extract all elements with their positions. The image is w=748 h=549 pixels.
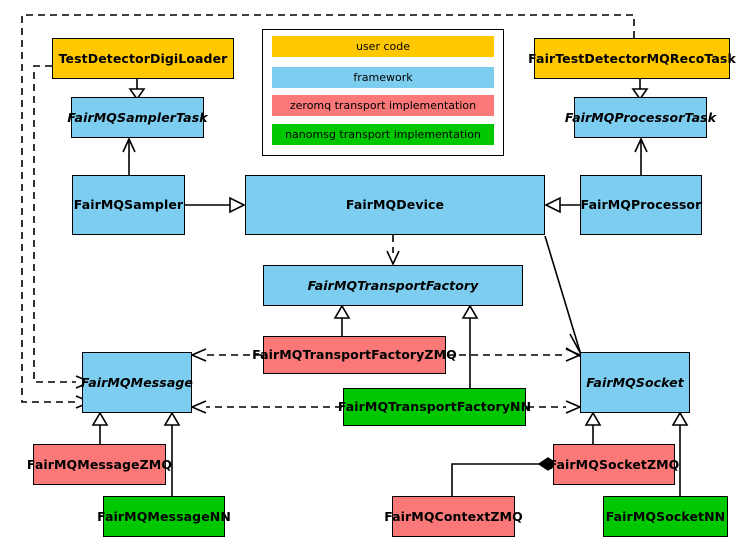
edge-processor-to-processortask [634,137,648,175]
class-box-fair-mq-socket[interactable]: FairMQSocket [580,352,690,413]
class-label: FairMQProcessorTask [564,109,717,125]
class-label: FairMQTransportFactory [307,277,479,293]
class-label: FairTestDetectorMQRecoTask [528,50,736,66]
class-label: FairMQSocketNN [605,508,726,524]
legend-item-label: nanomsg transport implementation [285,128,481,141]
class-label: FairMQMessage [81,374,194,390]
class-box-test-detector-digi-loader[interactable]: TestDetectorDigiLoader [52,38,234,79]
edge-factorynn-to-message [189,400,342,414]
edge-factoryzmq-to-socket [447,348,583,362]
edge-processor-generalization-device [544,196,580,214]
class-box-fair-mq-transport-factory-zmq[interactable]: FairMQTransportFactoryZMQ [252,336,457,374]
legend-item-label: framework [353,71,413,84]
class-box-fair-mq-device[interactable]: FairMQDevice [245,175,545,235]
class-box-fair-mq-processor-task[interactable]: FairMQProcessorTask [565,97,716,138]
edge-device-to-socket [544,235,586,361]
legend-item-label: user code [355,40,411,53]
edge-factorynn-to-socket [527,400,583,414]
edge-messagenn-generalization [163,411,181,496]
legend-item-label: zeromq transport implementation [289,99,477,112]
class-box-fair-mq-message-nn[interactable]: FairMQMessageNN [97,496,231,537]
edge-socketzmq-generalization [584,411,602,444]
edge-digiloader-generalization [128,79,146,101]
class-box-fair-mq-processor[interactable]: FairMQProcessor [580,175,702,235]
edge-recotask-generalization [631,79,649,101]
class-box-fair-mq-transport-factory-nn[interactable]: FairMQTransportFactoryNN [338,388,531,426]
legend-item-nanomsg: nanomsg transport implementation [272,124,494,145]
class-label: FairMQProcessor [580,197,702,213]
class-label: FairMQDevice [345,197,445,213]
edge-contextzmq-composition-socketzmq [451,457,559,496]
legend-item-user-code: user code [272,36,494,57]
class-box-fair-mq-sampler-task[interactable]: FairMQSamplerTask [67,97,208,138]
legend-item-framework: framework [272,67,494,88]
edge-sampler-to-samplertask [122,137,136,175]
edge-sampler-generalization-device [185,196,246,214]
class-box-fair-mq-message[interactable]: FairMQMessage [81,352,194,413]
class-box-fair-mq-sampler[interactable]: FairMQSampler [72,175,185,235]
class-label: FairMQMessageZMQ [26,456,173,472]
class-label: FairMQSocket [586,374,684,390]
class-label: FairMQTransportFactoryNN [337,399,532,415]
class-box-fair-mq-message-zmq[interactable]: FairMQMessageZMQ [27,444,172,485]
class-label: FairMQSocketZMQ [548,456,680,472]
edge-factorynn-generalization [461,304,479,388]
class-box-fair-mq-context-zmq[interactable]: FairMQContextZMQ [384,496,523,537]
edge-messagezmq-generalization [91,411,109,444]
class-label: FairMQSamplerTask [67,109,208,125]
edge-device-to-transportfactory [386,235,400,266]
class-label: FairMQMessageNN [97,508,231,524]
edge-socketnn-generalization [671,411,689,496]
class-box-fair-mq-transport-factory[interactable]: FairMQTransportFactory [263,265,523,306]
class-box-fair-mq-socket-nn[interactable]: FairMQSocketNN [603,496,728,537]
class-box-fair-test-detector-mq-reco-task[interactable]: FairTestDetectorMQRecoTask [528,38,736,79]
class-label: FairMQTransportFactoryZMQ [252,347,457,363]
class-label: FairMQSampler [73,197,184,213]
legend-item-zeromq: zeromq transport implementation [272,95,494,116]
edge-factoryzmq-generalization [333,304,351,336]
class-label: FairMQContextZMQ [384,508,523,524]
class-box-fair-mq-socket-zmq[interactable]: FairMQSocketZMQ [549,444,679,485]
class-label: TestDetectorDigiLoader [58,50,228,66]
